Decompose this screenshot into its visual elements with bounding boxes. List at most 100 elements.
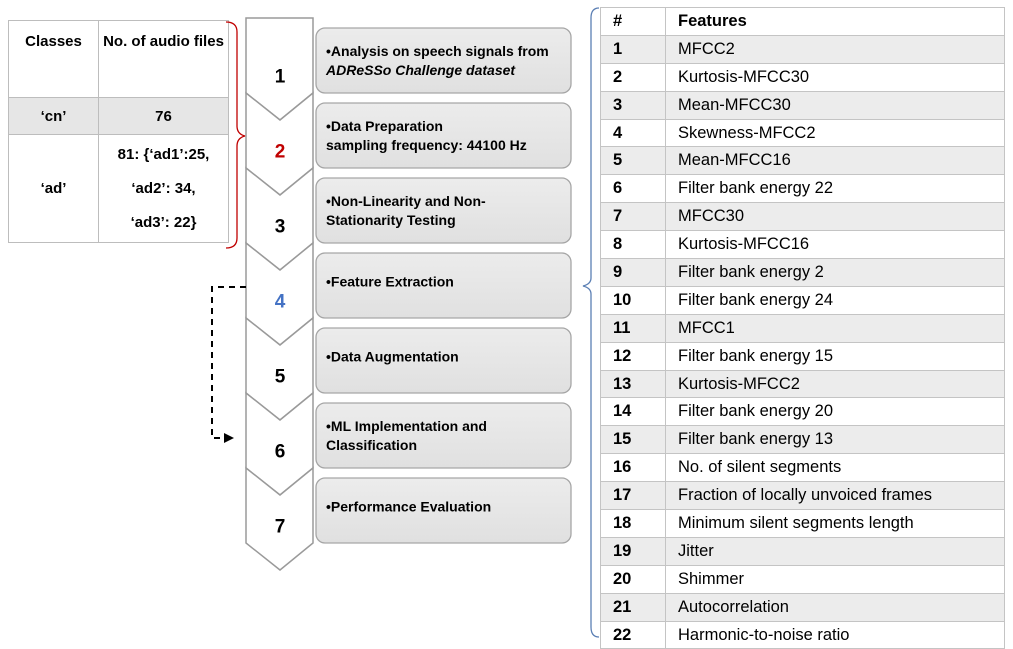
feature-number: 9 [600,258,666,287]
step-number: 6 [275,442,286,463]
feature-number: 16 [600,453,666,483]
blue-bracket [582,7,600,638]
feature-name: Minimum silent segments length [665,509,1005,538]
feature-name: Fraction of locally unvoiced frames [665,481,1005,511]
class-ad: ‘ad’ [8,134,99,243]
feature-number: 13 [600,369,666,399]
feature-name: Filter bank energy 22 [665,174,1005,204]
feature-number: 6 [600,174,666,204]
features-num-header: # [600,7,666,36]
feature-number: 22 [600,620,666,649]
classes-header: Classes [8,20,99,98]
step-box [315,402,572,469]
step-box [315,177,572,244]
feature-number: 19 [600,536,666,566]
feature-number: 4 [600,118,666,148]
step-number: 2 [275,142,286,163]
count-ad-line: 81: {‘ad1’:25, [117,145,210,163]
step-label: •Performance Evaluation [326,499,491,515]
step-label: •Non-Linearity and Non- [326,193,486,209]
feature-number: 8 [600,230,666,260]
feature-name: No. of silent segments [665,453,1005,483]
dashed-arrow [211,286,246,443]
count-ad: 81: {‘ad1’:25, ‘ad2’: 34, ‘ad3’: 22} [98,134,229,243]
feature-name: Shimmer [665,564,1005,594]
feature-name: Kurtosis-MFCC30 [665,62,1005,92]
feature-number: 12 [600,341,666,371]
table-row: ‘ad’ 81: {‘ad1’:25, ‘ad2’: 34, ‘ad3’: 22… [8,134,229,243]
feature-number: 17 [600,481,666,511]
features-name-header: Features [665,7,1005,36]
step-label: Stationarity Testing [326,212,456,228]
feature-name: Filter bank energy 2 [665,258,1005,287]
step-chevron [245,466,314,571]
feature-name: Kurtosis-MFCC16 [665,230,1005,260]
step-label: •Feature Extraction [326,274,454,290]
step-number: 1 [275,67,286,88]
step-number: 7 [275,517,286,538]
step-box [315,477,572,544]
step-label: •ML Implementation and [326,418,487,434]
feature-number: 11 [600,313,666,343]
red-bracket [225,21,246,249]
table-row: ‘cn’ 76 [8,97,229,135]
feature-number: 1 [600,34,666,64]
step-label: •Data Augmentation [326,349,459,365]
feature-name: Filter bank energy 24 [665,285,1005,315]
feature-name: Kurtosis-MFCC2 [665,369,1005,399]
feature-number: 3 [600,90,666,120]
feature-name: MFCC2 [665,34,1005,64]
feature-name: Mean-MFCC16 [665,146,1005,176]
step-number: 3 [275,217,286,238]
feature-name: MFCC1 [665,313,1005,343]
step-box [315,27,572,94]
count-ad-line: ‘ad3’: 22} [130,213,197,231]
step-label: •Analysis on speech signals from [326,43,549,59]
feature-number: 10 [600,285,666,315]
feature-name: Filter bank energy 13 [665,425,1005,455]
step-label: Classification [326,437,417,453]
step-number: 5 [275,367,286,388]
step-label: sampling frequency: 44100 Hz [326,137,527,153]
feature-number: 21 [600,592,666,622]
audio-files-header: No. of audio files [98,20,229,98]
step-label: •Data Preparation [326,118,443,134]
feature-number: 7 [600,202,666,232]
feature-name: Skewness-MFCC2 [665,118,1005,148]
step-box [315,327,572,394]
feature-name: MFCC30 [665,202,1005,232]
feature-name: Jitter [665,536,1005,566]
feature-name: Mean-MFCC30 [665,90,1005,120]
step-box [315,252,572,319]
feature-number: 18 [600,509,666,538]
step-label: ADReSSo Challenge dataset [325,62,516,78]
feature-number: 5 [600,146,666,176]
feature-name: Autocorrelation [665,592,1005,622]
feature-name: Harmonic-to-noise ratio [665,620,1005,649]
feature-number: 20 [600,564,666,594]
count-ad-line: ‘ad2’: 34, [131,179,196,197]
